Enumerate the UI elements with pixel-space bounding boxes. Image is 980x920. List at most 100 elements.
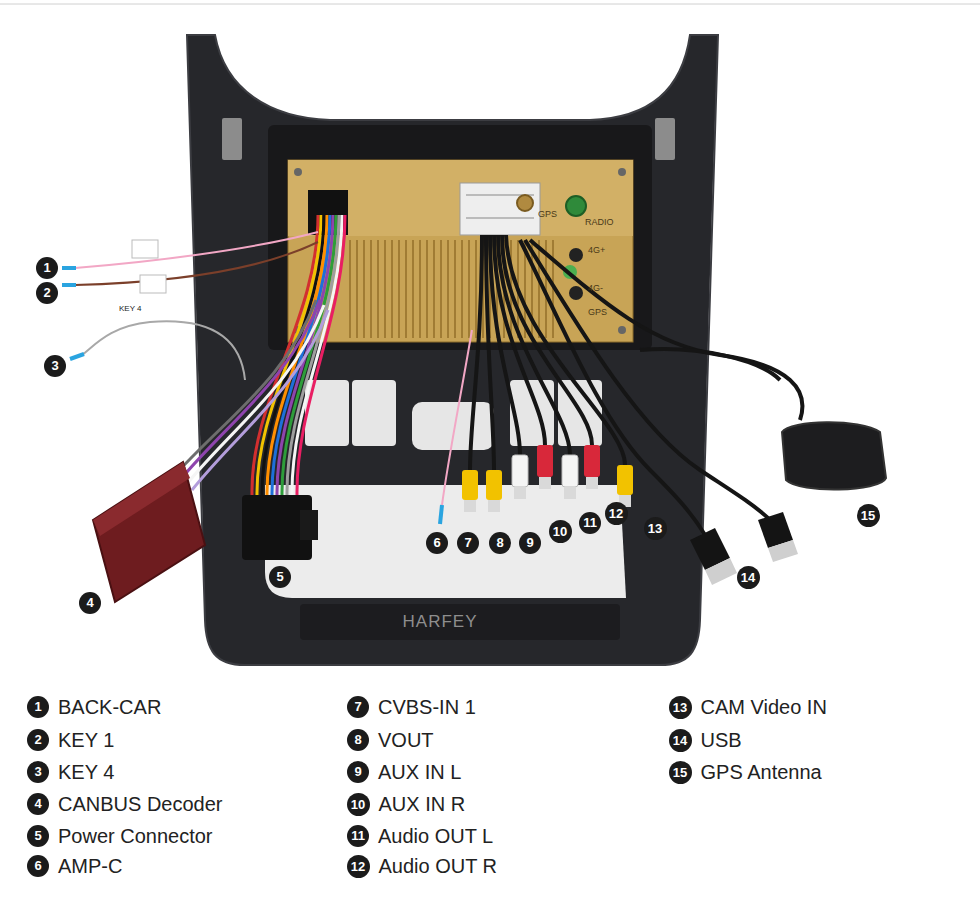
callout-number: 10 <box>347 793 370 816</box>
callout-number: 15 <box>857 504 880 527</box>
key-item: 13CAM Video IN <box>669 696 827 719</box>
canbus-wires <box>174 300 328 490</box>
part-name: CANBUS Decoder <box>58 793 223 816</box>
callout-number: 7 <box>347 696 369 718</box>
key-item: 14USB <box>669 729 742 752</box>
socket-pins <box>466 195 534 218</box>
callout-number: 4 <box>79 592 101 614</box>
key-item: 4 CANBUS Decoder <box>27 793 223 816</box>
screw <box>618 168 626 176</box>
callout-marker: 12 <box>605 502 628 525</box>
key-item: 15 GPS Antenna <box>669 761 822 784</box>
callout-number: 6 <box>27 855 49 877</box>
part-name: AMP-C <box>58 855 122 878</box>
callout-number: 8 <box>489 532 511 554</box>
callout-marker: 5 <box>269 566 291 588</box>
port-label: GPS <box>538 209 557 219</box>
part-name: KEY 1 <box>58 729 114 752</box>
climate-cutout <box>265 485 626 598</box>
part-name: AUX IN R <box>379 793 466 816</box>
key-item: 11 Audio OUT L <box>347 825 493 848</box>
callout-number: 9 <box>347 761 369 783</box>
key-item: 12 Audio OUT R <box>347 855 498 878</box>
port-label: 4G+ <box>588 245 605 255</box>
part-name: CVBS-IN 1 <box>378 696 476 719</box>
callout-marker: 9 <box>519 532 541 554</box>
callout-number: 1 <box>27 696 49 718</box>
part-name: KEY 4 <box>58 761 114 784</box>
power-plug-latch <box>300 510 318 540</box>
key-item: 2KEY 1 <box>27 729 114 752</box>
callout-marker: 15 <box>857 504 880 527</box>
key-item: 10 AUX IN R <box>347 793 466 816</box>
wire-tip <box>440 505 442 524</box>
callout-number: 11 <box>347 825 369 847</box>
trim-strip <box>300 604 620 640</box>
callout-number: 13 <box>669 696 692 719</box>
part-name: GPS Antenna <box>701 761 822 784</box>
callout-number: 4 <box>27 793 49 815</box>
key-item: 1BACK-CAR <box>27 696 161 719</box>
key-item: 3 KEY 4 <box>27 761 114 784</box>
back-car-wire <box>75 232 318 268</box>
callout-marker: 13 <box>644 517 667 540</box>
part-name: Audio OUT R <box>379 855 498 878</box>
mount-bracket <box>222 118 242 160</box>
callout-marker: 3 <box>44 355 66 377</box>
key-item: 5 Power Connector <box>27 825 213 848</box>
callout-number: 6 <box>426 532 448 554</box>
wire-tip <box>70 354 84 359</box>
part-name: USB <box>701 729 742 752</box>
key-item: 7 CVBS-IN 1 <box>347 696 476 719</box>
callout-number: 5 <box>269 566 291 588</box>
callout-number: 12 <box>347 855 370 878</box>
callout-marker: 7 <box>457 532 479 554</box>
gps-port <box>517 195 533 211</box>
callout-number: 3 <box>27 761 49 783</box>
canbus-box <box>93 462 205 602</box>
callout-marker: 10 <box>549 520 572 543</box>
callout-marker: 4 <box>79 592 101 614</box>
gps-antenna <box>782 422 886 489</box>
callout-number: 8 <box>347 729 369 751</box>
dash-bezel <box>187 35 718 665</box>
key4-wire <box>82 321 245 380</box>
callout-number: 1 <box>36 257 58 279</box>
wire-tip <box>62 283 76 287</box>
callout-number: 12 <box>605 502 628 525</box>
part-name: Audio OUT L <box>378 825 493 848</box>
callout-number: 5 <box>27 825 49 847</box>
port-label: RADIO <box>585 217 614 227</box>
key-item: 9 AUX IN L <box>347 761 461 784</box>
callout-number: 10 <box>549 520 572 543</box>
top-rule <box>0 4 980 5</box>
callout-number: 9 <box>519 532 541 554</box>
canbus-box-face <box>93 462 190 536</box>
callout-number: 2 <box>36 282 58 304</box>
key-item: 8 VOUT <box>347 729 434 752</box>
vent-cutout <box>352 380 396 446</box>
part-name: Power Connector <box>58 825 213 848</box>
callout-number: 15 <box>669 761 692 784</box>
callout-number: 11 <box>579 512 601 534</box>
av-socket-cluster <box>460 183 540 235</box>
4g-port <box>569 248 583 262</box>
wire-tag <box>132 240 158 258</box>
radio-port <box>566 196 586 216</box>
key-item: 6 AMP-C <box>27 855 122 878</box>
watermark: HARFEY <box>403 612 478 632</box>
port-label: 4G- <box>588 283 603 293</box>
part-name: VOUT <box>378 729 434 752</box>
part-name: AUX IN L <box>378 761 461 784</box>
wire-tag <box>140 275 166 293</box>
rca-plugs <box>462 445 633 512</box>
callout-marker: 8 <box>489 532 511 554</box>
key1-wire <box>75 242 318 285</box>
callout-number: 7 <box>457 532 479 554</box>
tag-label: KEY 4 <box>116 303 145 314</box>
screw <box>294 168 302 176</box>
callout-marker: 14 <box>737 566 760 589</box>
